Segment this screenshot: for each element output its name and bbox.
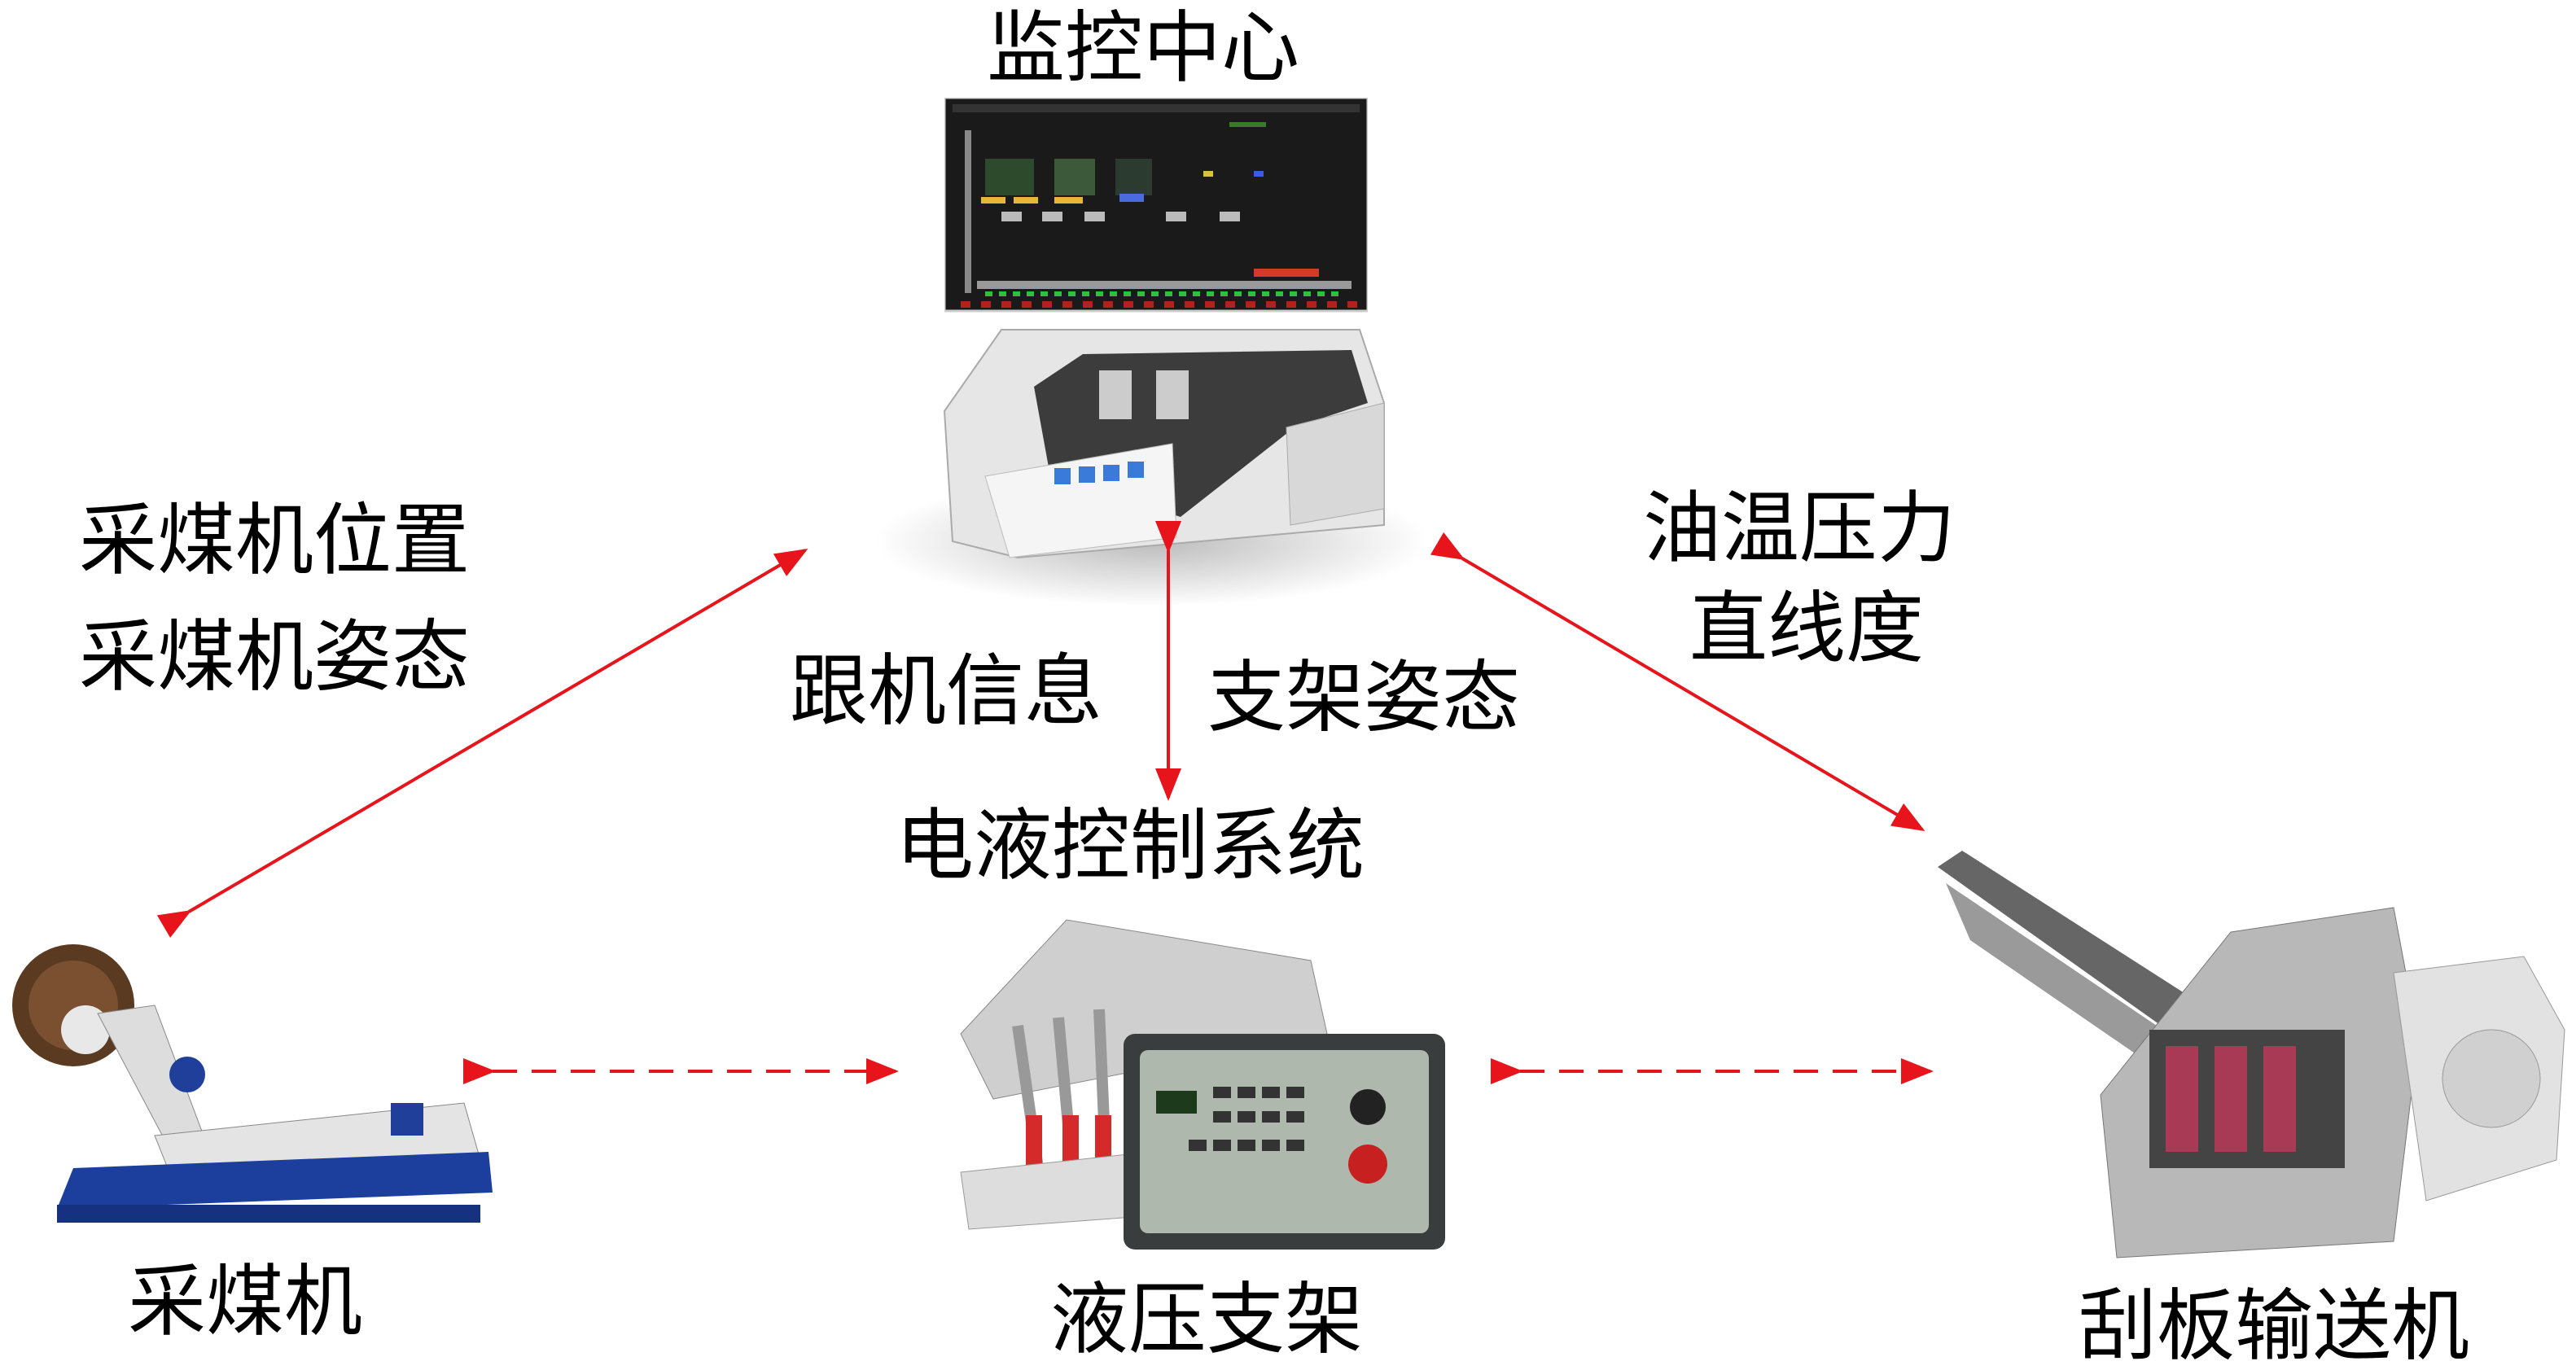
electro-hydraulic-control-label: 电液控制系统: [896, 800, 1365, 891]
arrow-conveyor-center: [1430, 532, 1925, 832]
control-cabin-image: [871, 322, 1433, 606]
monitoring-center-title: 监控中心: [987, 2, 1299, 94]
scraper-conveyor-label: 刮板输送机: [2079, 1280, 2469, 1370]
hydraulic-support-label: 液压支架: [1050, 1274, 1363, 1365]
scraper-conveyor-image: [1938, 851, 2573, 1266]
shearer-image: [8, 916, 497, 1237]
shearer-label: 采煤机: [128, 1256, 362, 1347]
arrow-shearer-center: [156, 548, 808, 939]
monitor-screen-image: [944, 98, 1368, 317]
hydraulic-support-image: [944, 887, 1449, 1254]
edge-label-following-info: 跟机信息: [790, 646, 1102, 737]
